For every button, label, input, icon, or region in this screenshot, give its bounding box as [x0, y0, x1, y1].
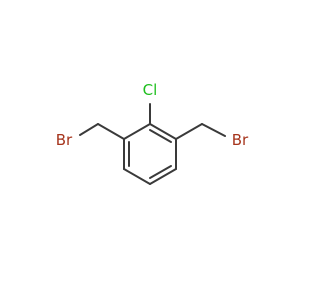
ring-bond-c4-c5	[123, 168, 151, 185]
ring-bond-c6-c1	[123, 123, 151, 140]
bond-ch2-br-left	[79, 123, 99, 136]
bond-c2-ch2-right	[175, 123, 203, 140]
bromine-label-right: Br	[232, 131, 249, 149]
molecule-diagram: Cl Br Br	[56, 81, 249, 185]
benzene-ring	[123, 123, 177, 185]
bromine-label-left: Br	[56, 131, 73, 149]
ring-double-bond-inner-2	[149, 165, 172, 179]
bond-ch2-br-right	[201, 123, 226, 137]
bond-c6-ch2-left	[97, 123, 125, 140]
chlorine-label: Cl	[143, 81, 158, 99]
ring-bond-c3-c4	[149, 168, 177, 185]
ring-bond-c1-c2	[149, 123, 177, 140]
ring-double-bond-inner-1	[149, 129, 172, 143]
